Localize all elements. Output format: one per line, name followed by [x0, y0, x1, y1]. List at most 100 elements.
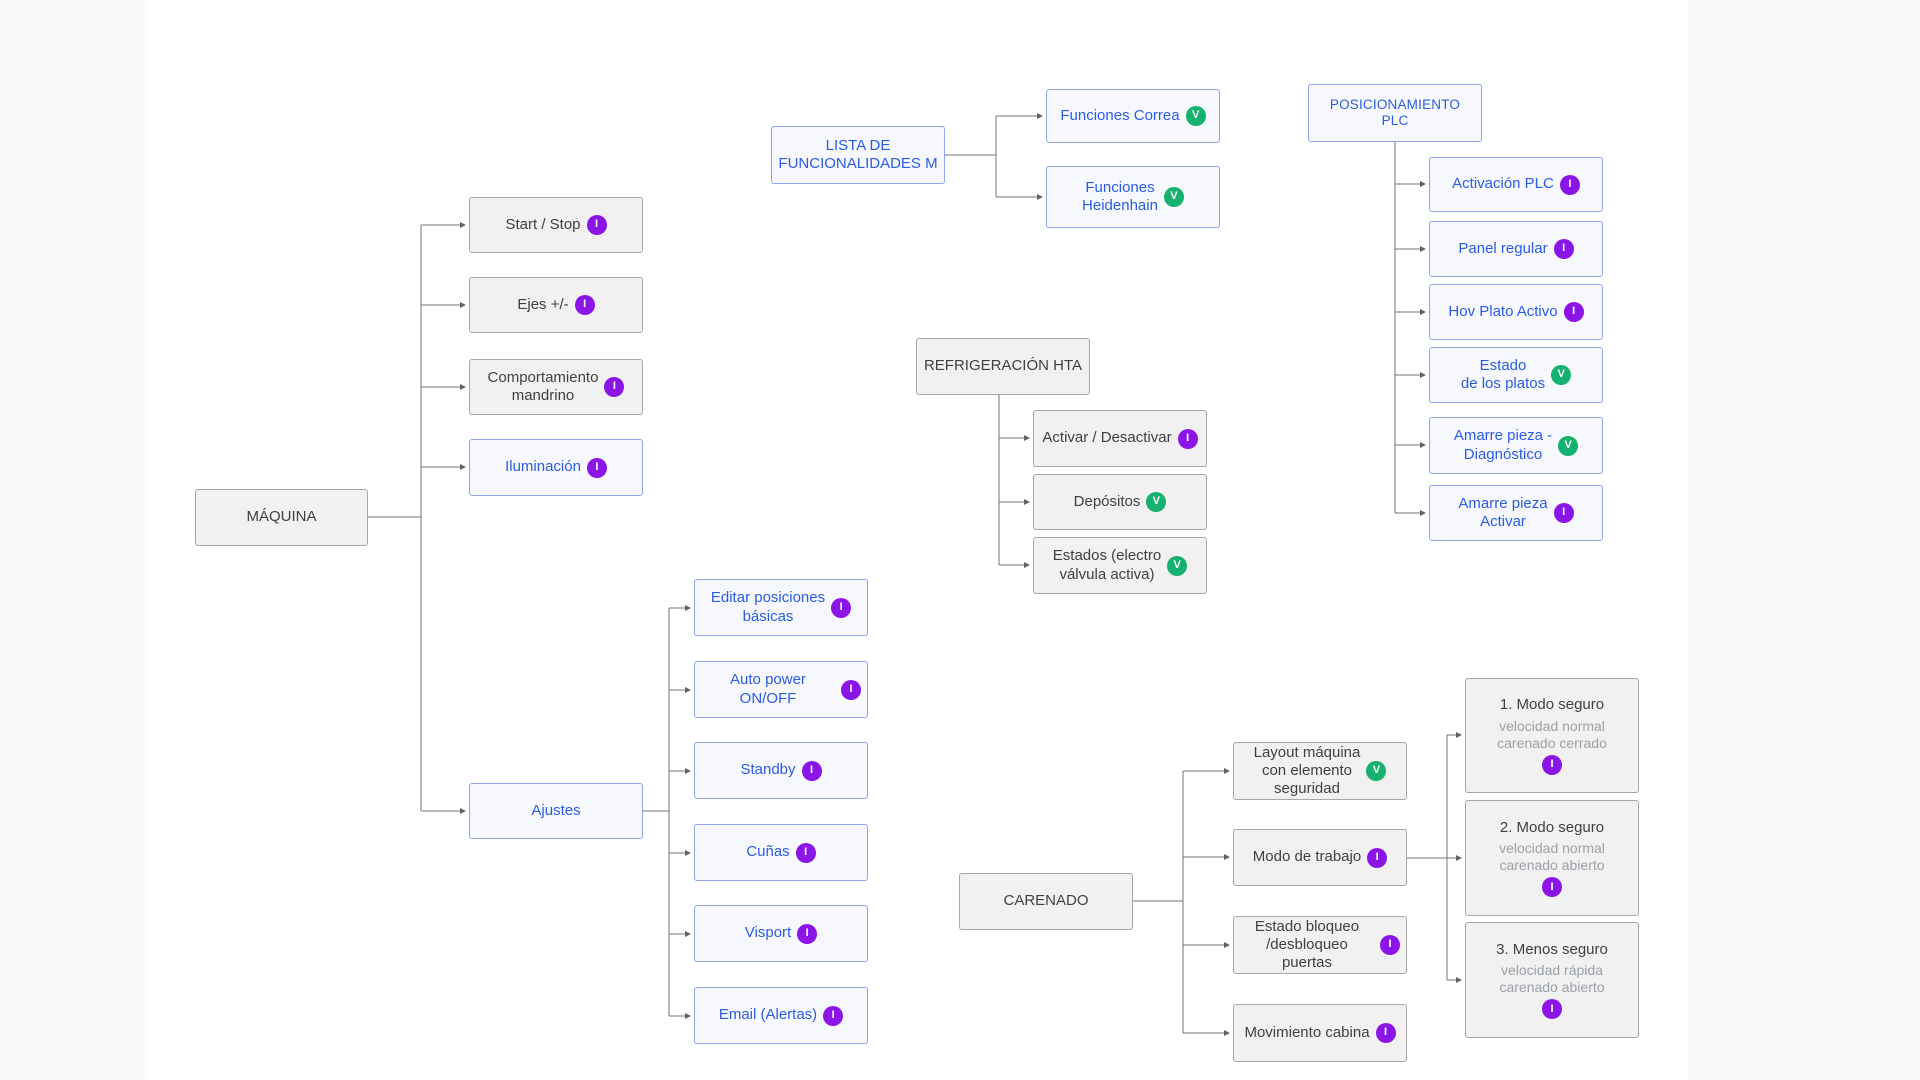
node-label: LISTA DE FUNCIONALIDADES M	[778, 136, 938, 172]
node-ajustes[interactable]: Ajustes	[469, 783, 643, 839]
node-label: Auto power ON/OFF	[730, 671, 806, 707]
node-ejes[interactable]: Ejes +/- I	[469, 277, 643, 333]
node-funciones-correa[interactable]: Funciones Correa V	[1046, 89, 1220, 143]
node-title: 1. Modo seguro	[1499, 696, 1605, 714]
node-label: Estado bloqueo /desbloqueo puertas	[1254, 917, 1360, 972]
node-label: Ejes +/-	[517, 295, 569, 313]
node-layout-maquina[interactable]: Layout máquina con elemento seguridad V	[1233, 742, 1407, 800]
node-label: Depósitos	[1073, 492, 1141, 510]
info-badge: I	[1367, 847, 1388, 868]
node-label: Email (Alertas)	[718, 1006, 818, 1024]
node-label: Iluminación	[505, 458, 581, 476]
node-maquina[interactable]: MÁQUINA	[195, 489, 368, 546]
node-estado-platos[interactable]: Estado de los platos V	[1429, 347, 1603, 403]
node-refrigeracion-hta[interactable]: REFRIGERACIÓN HTA	[916, 338, 1090, 395]
node-label: Funciones Heidenhain	[1082, 178, 1158, 214]
node-activacion-plc[interactable]: Activación PLC I	[1429, 157, 1603, 212]
info-badge: I	[1542, 754, 1562, 775]
info-badge: I	[797, 923, 818, 944]
node-label: POSICIONAMIENTO PLC	[1329, 96, 1461, 128]
node-posicionamiento-plc[interactable]: POSICIONAMIENTO PLC	[1308, 84, 1482, 142]
node-standby[interactable]: Standby I	[694, 742, 868, 799]
info-badge: I	[801, 760, 822, 781]
node-amarre-activar[interactable]: Amarre pieza Activar I	[1429, 485, 1603, 541]
node-label: Movimiento cabina	[1244, 1023, 1370, 1041]
info-badge: I	[1177, 428, 1198, 449]
node-label: Modo de trabajo	[1252, 848, 1362, 866]
view-badge: V	[1558, 435, 1579, 456]
node-label: Ajustes	[531, 801, 581, 819]
info-badge: I	[1553, 503, 1574, 523]
node-email-alertas[interactable]: Email (Alertas) I	[694, 987, 868, 1044]
node-subtitle: velocidad rápida carenado abierto	[1499, 962, 1605, 996]
node-label: CARENADO	[1003, 892, 1089, 910]
info-badge: I	[823, 1005, 844, 1026]
node-label: Activar / Desactivar	[1042, 429, 1172, 447]
view-badge: V	[1551, 365, 1572, 385]
view-badge: V	[1366, 761, 1387, 781]
node-depositos[interactable]: Depósitos V	[1033, 474, 1207, 530]
connectors-ajustes	[643, 605, 691, 1019]
view-badge: V	[1146, 492, 1167, 512]
node-hov-plato-activo[interactable]: Hov Plato Activo I	[1429, 284, 1603, 340]
info-badge: I	[574, 295, 595, 315]
node-carenado[interactable]: CARENADO	[959, 873, 1133, 930]
info-badge: I	[1553, 239, 1574, 259]
node-label: Amarre pieza - Diagnóstico	[1453, 427, 1553, 463]
node-label: Activación PLC	[1452, 175, 1554, 193]
node-subtitle: velocidad normal carenado abierto	[1499, 840, 1605, 874]
info-badge: I	[795, 842, 816, 863]
info-badge: I	[1542, 877, 1562, 898]
node-title: 2. Modo seguro	[1499, 818, 1605, 836]
node-subtitle: velocidad normal carenado cerrado	[1497, 717, 1607, 751]
node-panel-regular[interactable]: Panel regular I	[1429, 221, 1603, 277]
node-label: Funciones Correa	[1060, 106, 1180, 124]
node-label: Start / Stop	[505, 215, 581, 233]
node-modo-seguro-2[interactable]: 2. Modo seguro velocidad normal carenado…	[1465, 800, 1639, 916]
node-iluminacion[interactable]: Iluminación I	[469, 439, 643, 496]
node-start-stop[interactable]: Start / Stop I	[469, 197, 643, 253]
node-lista-funcionalidades[interactable]: LISTA DE FUNCIONALIDADES M	[771, 126, 945, 184]
node-label: Layout máquina con elemento seguridad	[1253, 743, 1361, 798]
node-estado-bloqueo[interactable]: Estado bloqueo /desbloqueo puertas I	[1233, 916, 1407, 974]
node-label: Comportamiento mandrino	[487, 368, 599, 404]
node-amarre-diagnostico[interactable]: Amarre pieza - Diagnóstico V	[1429, 417, 1603, 474]
node-cunas[interactable]: Cuñas I	[694, 824, 868, 881]
node-auto-power[interactable]: Auto power ON/OFF I	[694, 661, 868, 718]
node-label: Cuñas	[746, 843, 790, 861]
node-label: Visport	[744, 924, 792, 942]
node-label: Panel regular	[1458, 239, 1548, 257]
node-comportamiento-mandrino[interactable]: Comportamiento mandrino I	[469, 359, 643, 415]
node-estados-electrovalvula[interactable]: Estados (electro válvula activa) V	[1033, 537, 1207, 594]
info-badge: I	[1563, 302, 1584, 322]
node-funciones-heidenhain[interactable]: Funciones Heidenhain V	[1046, 166, 1220, 228]
info-badge: I	[831, 597, 852, 618]
node-visport[interactable]: Visport I	[694, 905, 868, 962]
node-menos-seguro-3[interactable]: 3. Menos seguro velocidad rápida carenad…	[1465, 922, 1639, 1038]
view-badge: V	[1163, 187, 1184, 207]
node-editar-posiciones[interactable]: Editar posiciones básicas I	[694, 579, 868, 636]
node-activar-desactivar[interactable]: Activar / Desactivar I	[1033, 410, 1207, 467]
connectors-maquina	[368, 222, 466, 814]
node-label: MÁQUINA	[246, 508, 317, 526]
node-label: Standby	[740, 761, 796, 779]
connectors-lista	[945, 113, 1043, 200]
node-label: Editar posiciones básicas	[710, 589, 826, 625]
connectors-plc	[1394, 142, 1426, 516]
connectors-refrigeracion	[998, 395, 1030, 568]
node-modo-trabajo[interactable]: Modo de trabajo I	[1233, 829, 1407, 886]
info-badge: I	[586, 457, 607, 478]
info-badge: I	[586, 215, 607, 235]
view-badge: V	[1185, 106, 1206, 126]
info-badge: I	[1380, 935, 1400, 955]
node-modo-seguro-1[interactable]: 1. Modo seguro velocidad normal carenado…	[1465, 678, 1639, 793]
node-label: Amarre pieza Activar	[1458, 494, 1548, 530]
node-label: Estados (electro válvula activa)	[1052, 547, 1162, 583]
node-title: 3. Menos seguro	[1496, 940, 1608, 958]
connectors-carenado	[1133, 732, 1462, 1036]
node-label: REFRIGERACIÓN HTA	[923, 357, 1083, 375]
node-movimiento-cabina[interactable]: Movimiento cabina I	[1233, 1004, 1407, 1062]
view-badge: V	[1167, 555, 1188, 576]
